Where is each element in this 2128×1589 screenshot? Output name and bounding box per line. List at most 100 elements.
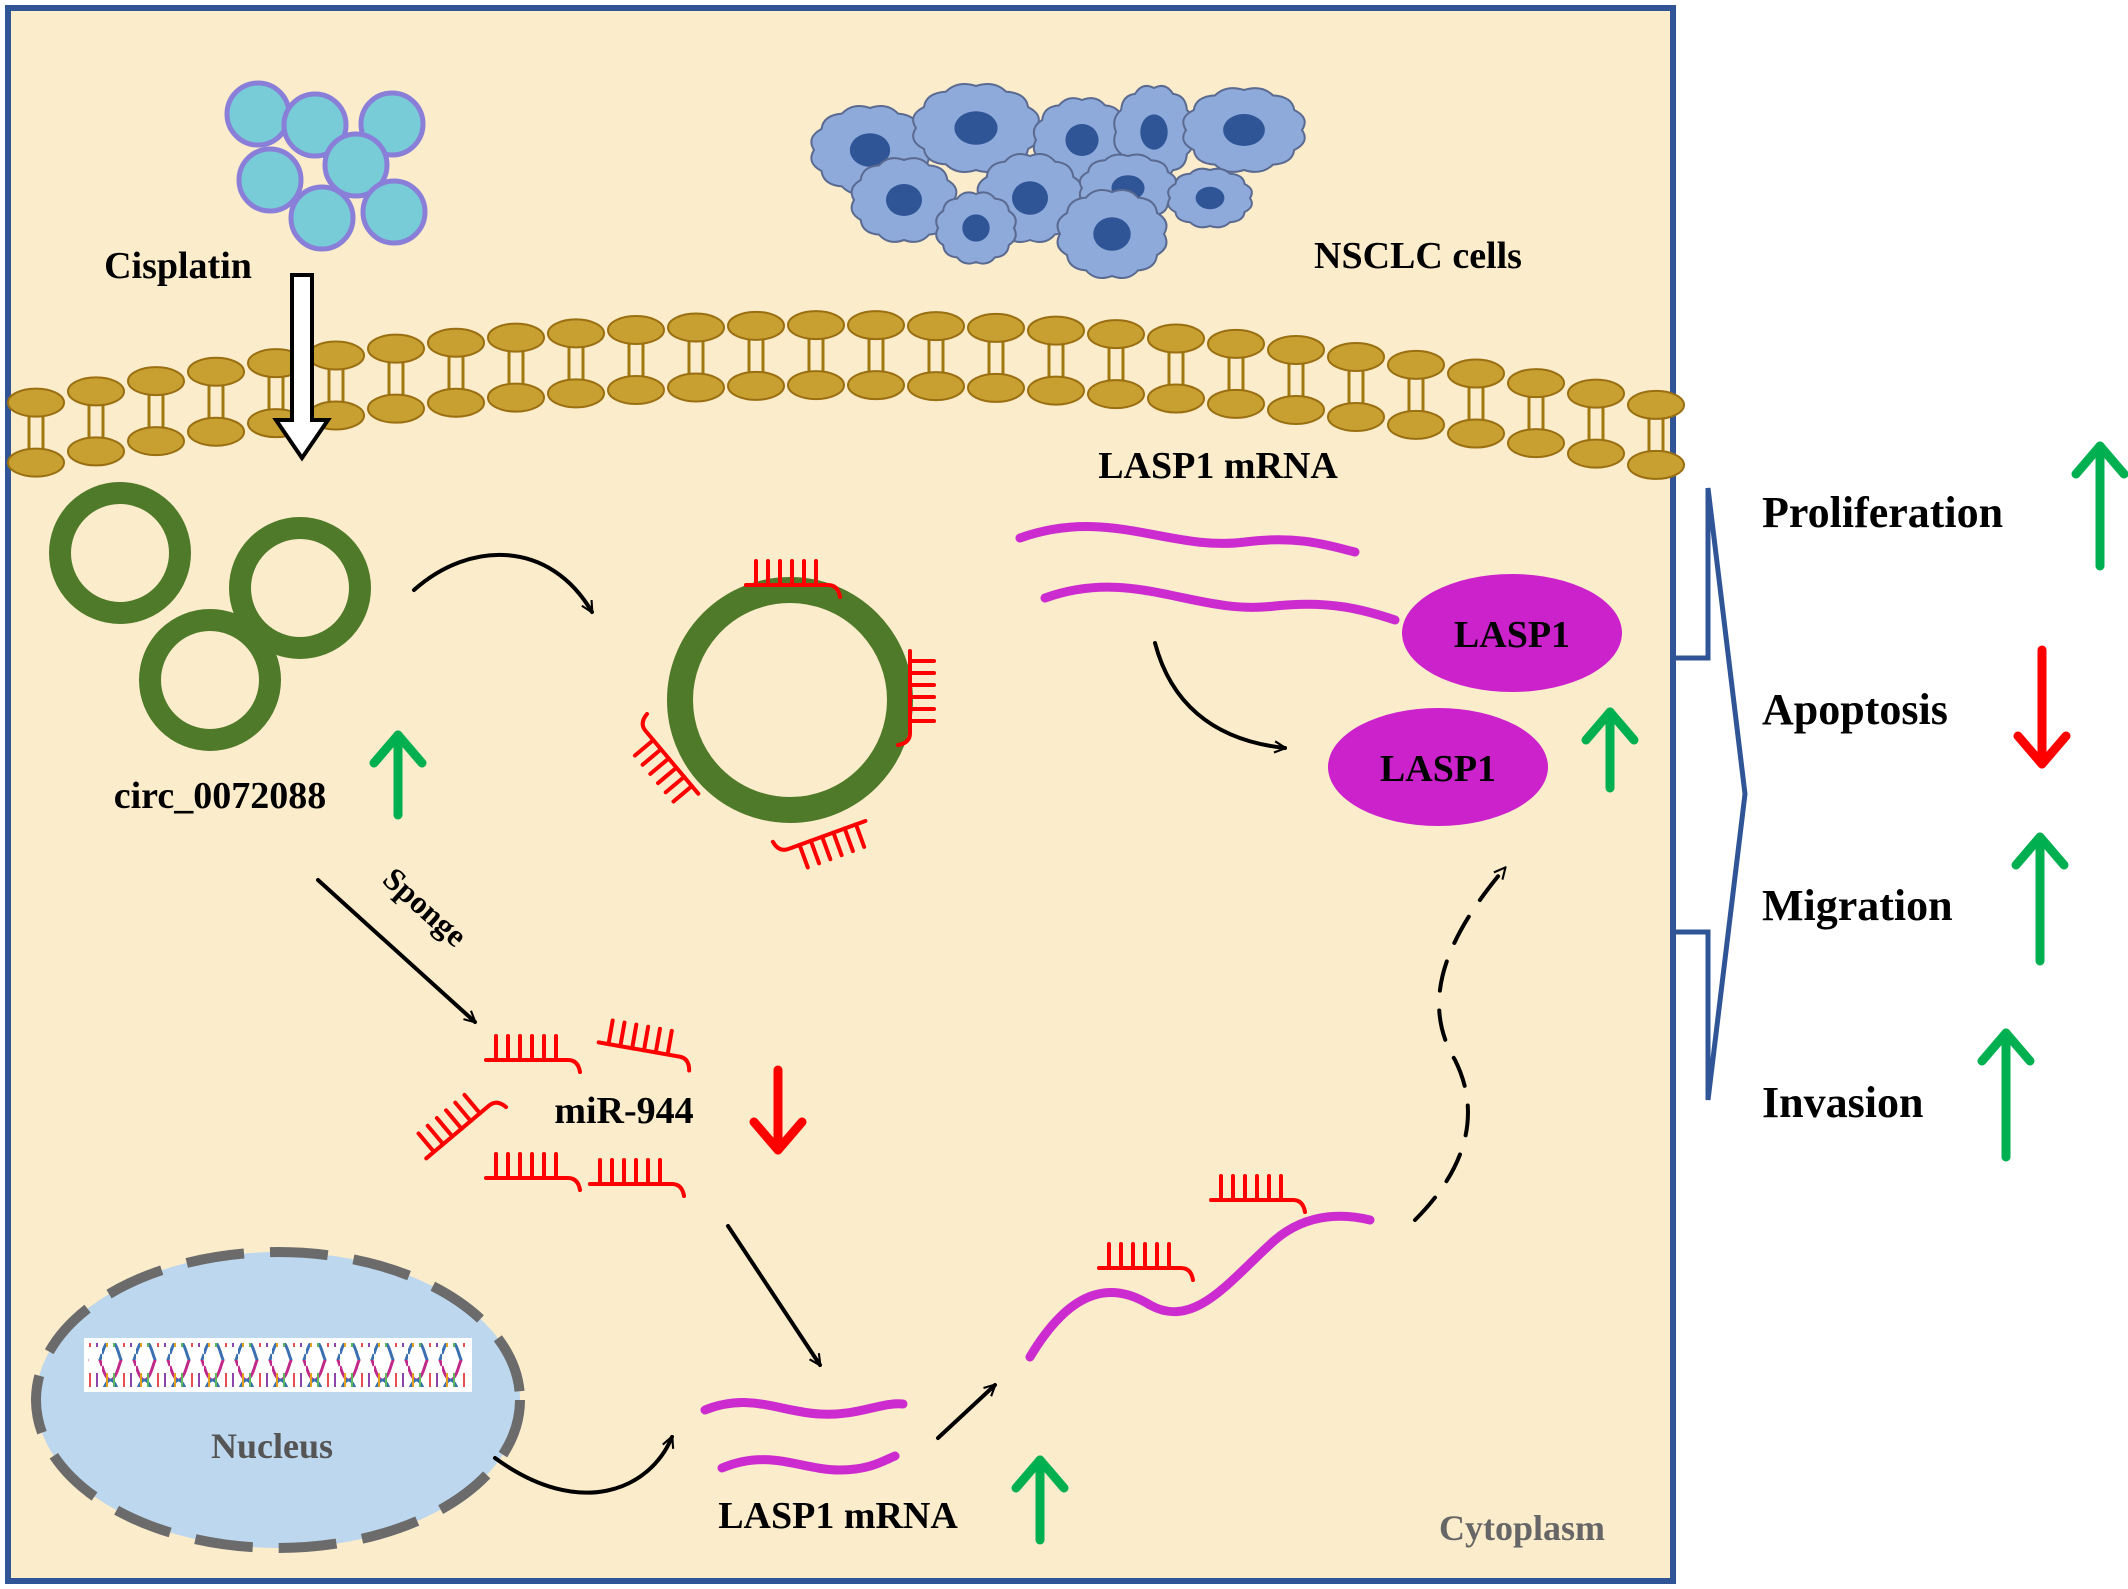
lasp1-mrna-strand-bottom-2 [717, 1451, 900, 1475]
cisplatin-molecule [322, 131, 390, 199]
lasp1-mrna-translation-strand [1025, 1211, 1375, 1362]
nsclc-cell [935, 191, 1017, 265]
lasp1-mrna-regulation-arrow [1011, 1455, 1069, 1545]
nsclc-cells-label: NSCLC cells [1314, 235, 1522, 277]
lipid-pair [1447, 358, 1505, 449]
lipid-pair [727, 310, 785, 401]
mirna-molecule [484, 1034, 582, 1074]
mirna-molecule [588, 1158, 686, 1198]
translation-to-protein-dashed-arrow [1413, 868, 1507, 1222]
mir-label: miR-944 [554, 1090, 693, 1132]
lipid-pair [1327, 341, 1385, 432]
mirna-molecule [770, 818, 868, 870]
apoptosis-arrow [2013, 645, 2071, 769]
lipid-pair [1267, 334, 1325, 425]
nucleus-to-mrna-arrow [493, 1437, 672, 1495]
lipid-pair [1147, 323, 1205, 414]
dna-helix-icon [88, 1343, 468, 1387]
cisplatin-molecules [224, 80, 428, 252]
nsclc-cell [1182, 87, 1306, 173]
cytoplasm-label: Cytoplasm [1439, 1508, 1605, 1548]
nucleus [31, 1247, 525, 1553]
circ-label: circ_0072088 [114, 775, 326, 817]
outcome-migration: Migration [1762, 881, 1953, 930]
lipid-pair [427, 327, 485, 418]
lipid-pair [7, 387, 65, 478]
lasp1-protein-2-label: LASP1 [1380, 748, 1496, 790]
lasp1-protein-2 [1328, 708, 1548, 826]
nsclc-cell [912, 83, 1040, 173]
lipid-pair [967, 312, 1025, 403]
regulation-arrows [369, 441, 2128, 1545]
outcome-proliferation: Proliferation [1762, 488, 2003, 537]
mirna-molecule [896, 649, 936, 747]
outcome-invasion: Invasion [1762, 1078, 1923, 1127]
circ-regulation-arrow [369, 730, 427, 820]
outcome-chevron [1675, 487, 1748, 1101]
mrna-layer [700, 522, 1400, 1475]
migration-arrow [2011, 832, 2069, 966]
process-arrows [316, 552, 1507, 1495]
lasp1-mrna-bottom-label: LASP1 mRNA [718, 1495, 958, 1537]
sponge-arrow [316, 878, 475, 1022]
lipid-pair [607, 314, 665, 405]
cisplatin-label: Cisplatin [104, 245, 252, 287]
outcome-apoptosis: Apoptosis [1762, 685, 1948, 734]
lipid-pair [487, 322, 545, 413]
mirna-layer [416, 559, 1307, 1282]
cisplatin-molecule [360, 178, 428, 246]
lipid-pair [667, 312, 725, 403]
cisplatin-molecule [236, 146, 304, 214]
mrna-to-protein-arrow [1153, 641, 1285, 748]
cisplatin-entry-arrow [272, 273, 332, 462]
cisplatin-molecule [224, 80, 292, 148]
nsclc-cell [1056, 189, 1168, 279]
lasp1-protein-1 [1402, 574, 1622, 692]
lipid-pair [1627, 389, 1685, 480]
nsclc-cells-cluster [810, 83, 1306, 279]
circ-rna-ring [229, 517, 371, 659]
lasp1-mrna-strand-top-2 [1040, 582, 1400, 625]
mir-to-mrna-arrow [726, 1224, 822, 1365]
mirna-molecule [632, 711, 701, 804]
circ-rna-ring [49, 482, 191, 624]
lipid-pair [847, 310, 905, 401]
circ-rna-ring [139, 609, 281, 751]
nsclc-cell [850, 157, 958, 243]
mirna-molecule [596, 1018, 692, 1073]
mirna-molecule [416, 1092, 509, 1161]
lasp1-mrna-strand-bottom-1 [700, 1398, 908, 1419]
mirna-molecule [744, 559, 842, 599]
lipid-pair [787, 310, 845, 401]
cisplatin-molecule [281, 91, 349, 159]
mirna-molecule [484, 1152, 582, 1192]
mirna-molecule [1209, 1174, 1307, 1214]
cisplatin-molecule [288, 184, 356, 252]
lasp1-mrna-top-label: LASP1 mRNA [1098, 445, 1338, 487]
circ-to-sponge-arrow [412, 552, 594, 612]
lasp1-protein-regulation-arrow [1581, 707, 1639, 793]
lipid-pair [1567, 378, 1625, 469]
proliferation-arrow [2071, 441, 2128, 571]
lipid-pair [1207, 328, 1265, 419]
lipid-pair [907, 311, 965, 402]
nsclc-cell [1167, 167, 1253, 229]
lipid-pair [367, 333, 425, 424]
lipid-pair [1027, 315, 1085, 406]
circ-rna-sponge [667, 577, 913, 823]
lipid-pair [67, 376, 125, 467]
lipid-pair [1507, 368, 1565, 459]
lasp1-protein-1-label: LASP1 [1454, 614, 1570, 656]
nucleus-label: Nucleus [211, 1426, 333, 1466]
lipid-pair [1387, 349, 1445, 440]
lipid-pair [1087, 319, 1145, 410]
lipid-pair [187, 356, 245, 447]
lipid-pair [547, 318, 605, 409]
circ-rna-cluster [49, 482, 371, 751]
lasp1-mrna-strand-top-1 [1015, 522, 1360, 557]
lipid-pair [127, 366, 185, 457]
mirna-molecule [1097, 1242, 1195, 1282]
invasion-arrow [1977, 1028, 2035, 1162]
mir-regulation-arrow [749, 1065, 807, 1155]
